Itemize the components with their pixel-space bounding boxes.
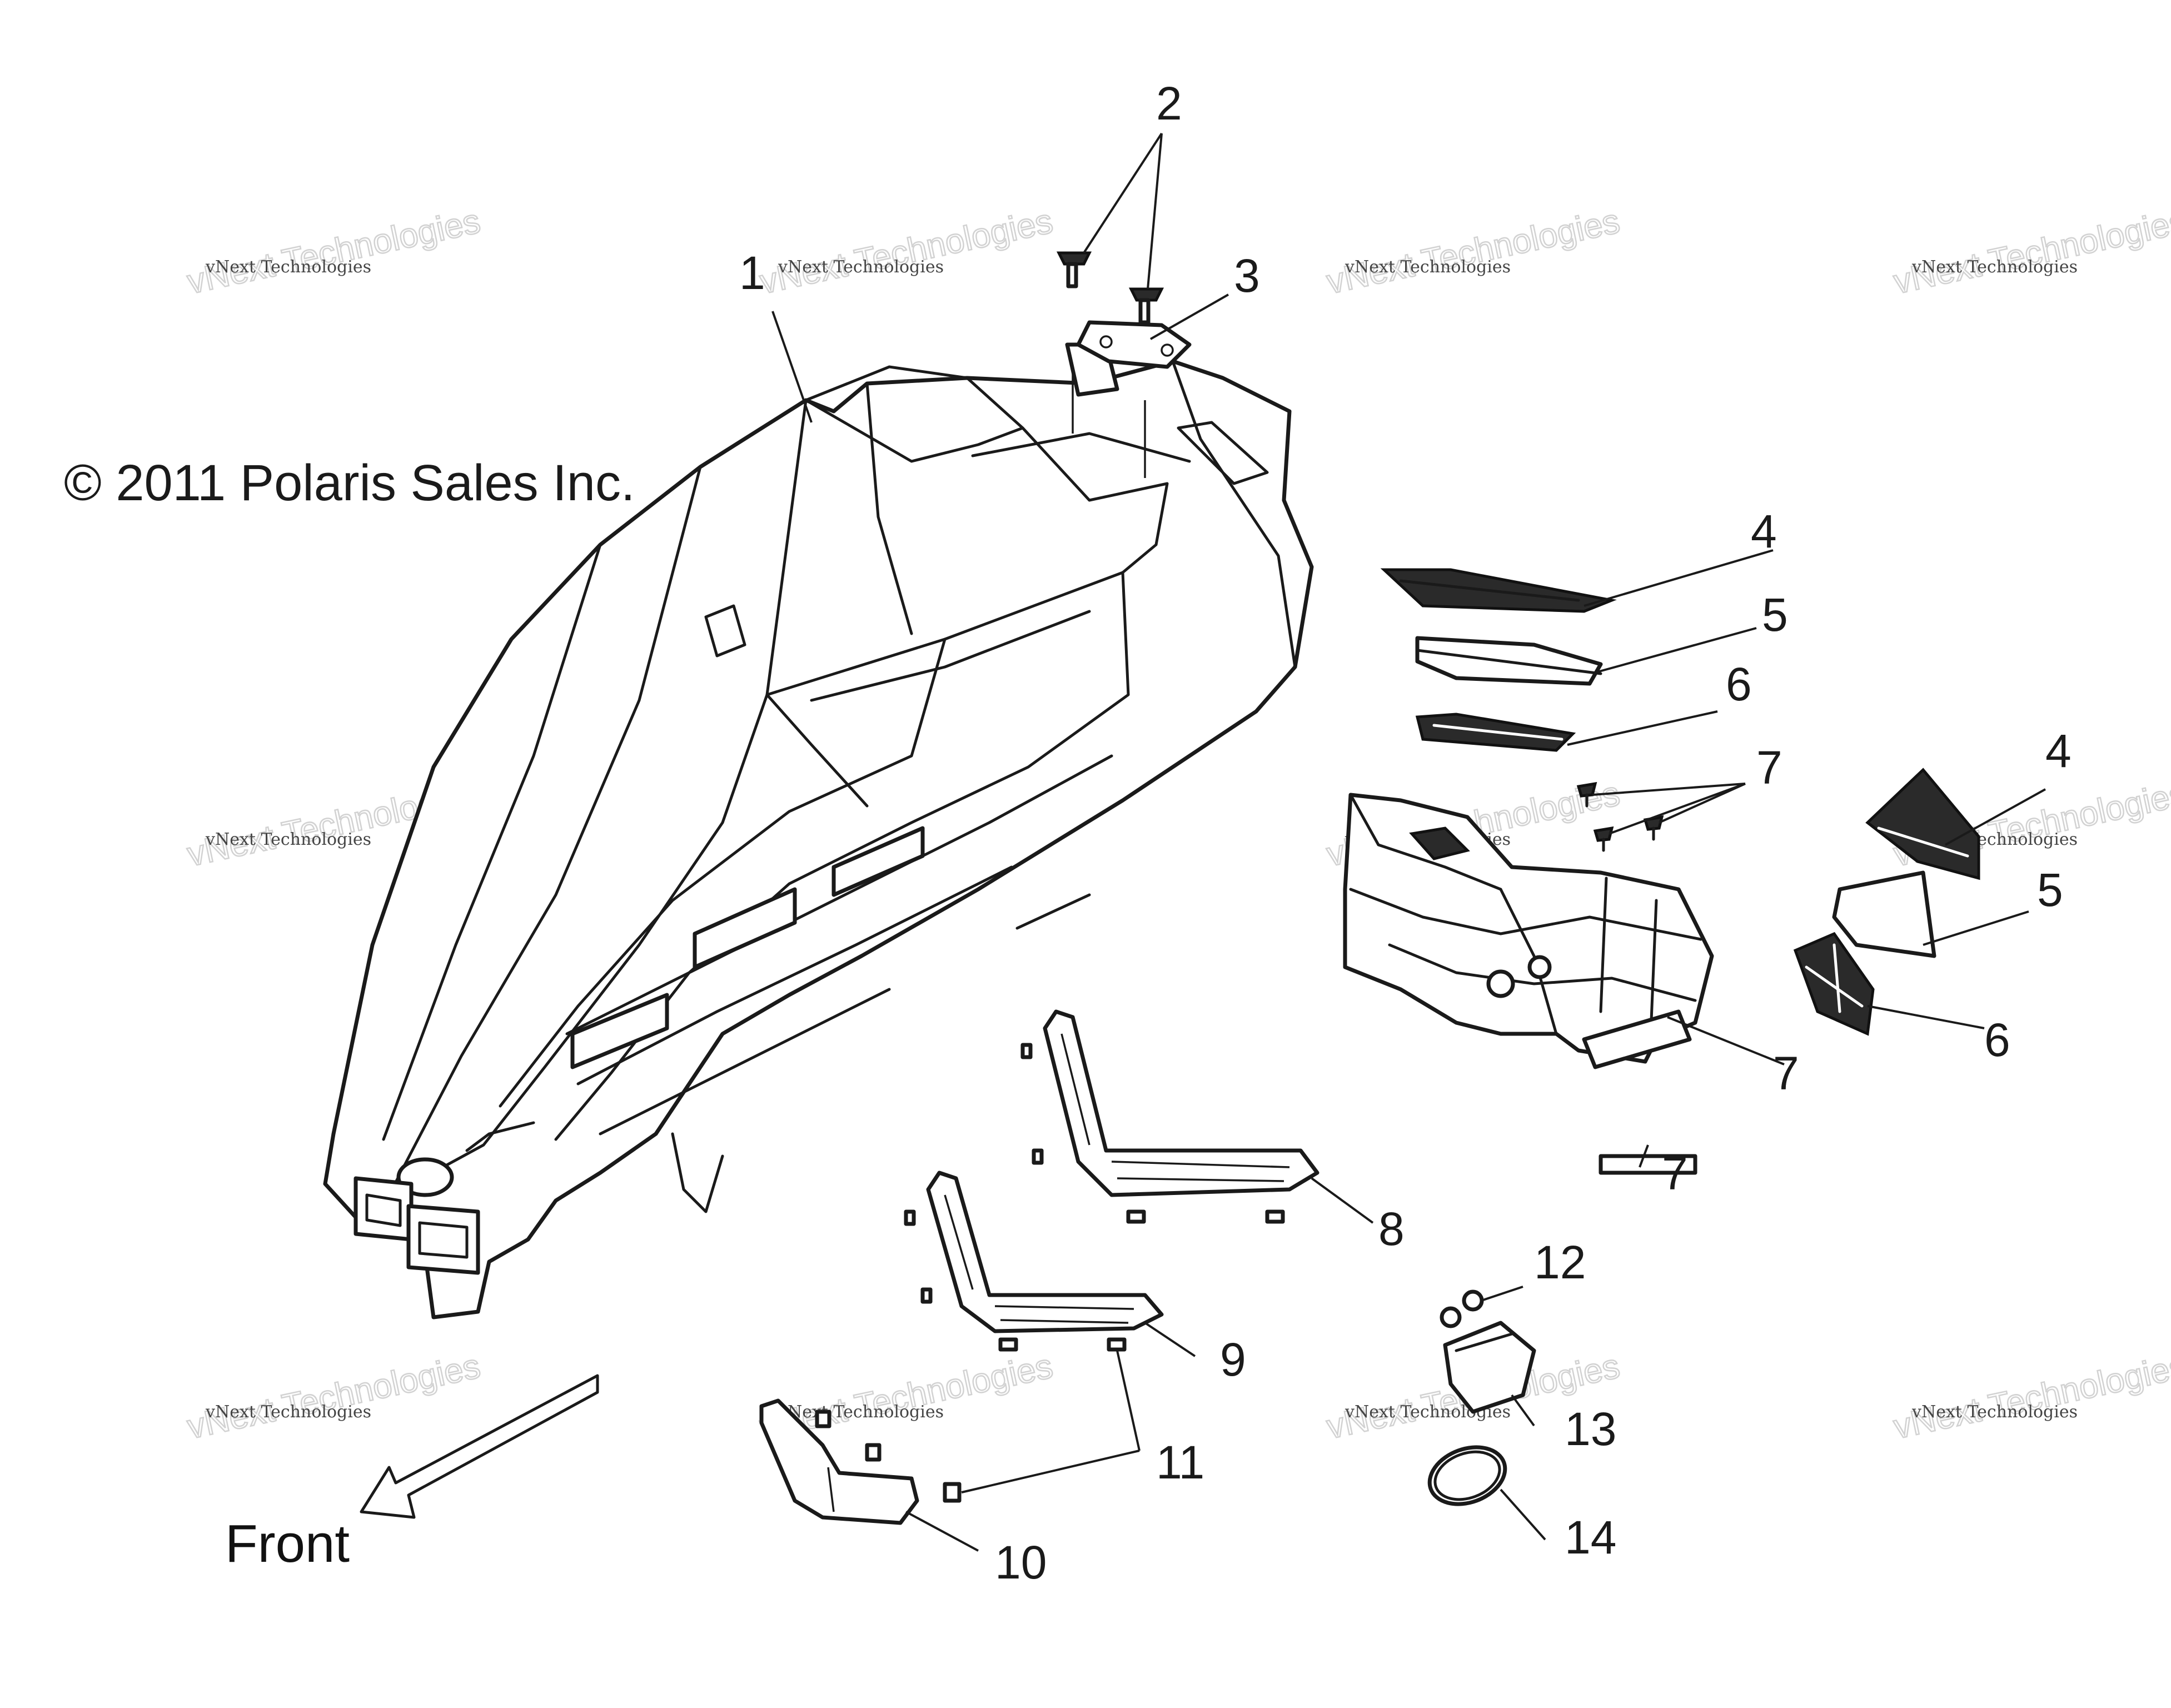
svg-text:vNext Technologies: vNext Technologies (1890, 202, 2171, 301)
front-grille (759, 1398, 919, 1525)
callout-4: 4 (1751, 505, 1777, 557)
leader-lines (771, 132, 2046, 1552)
side-filter-stack (1793, 768, 1980, 1036)
svg-text:vNext Technologies: vNext Technologies (1890, 1347, 2171, 1446)
watermark: vNext Technologies vNext Technologies (756, 201, 1057, 302)
svg-text:vNext Technologies: vNext Technologies (184, 202, 484, 301)
svg-text:vNext Technologies: vNext Technologies (756, 202, 1056, 301)
svg-text:vNext Technologies: vNext Technologies (778, 1402, 944, 1422)
svg-text:vNext Technologies: vNext Technologies (205, 257, 371, 277)
fastener-pair (1056, 251, 1164, 325)
callout-4: 4 (2045, 725, 2072, 777)
retainer-clip (943, 1482, 962, 1503)
upper-filter-stack (1380, 568, 1617, 752)
watermark: vNext Technologies vNext Technologies (183, 1346, 485, 1447)
svg-text:vNext Technologies: vNext Technologies (1323, 202, 1623, 301)
callout-1: 1 (739, 247, 765, 299)
svg-text:vNext Technologies: vNext Technologies (778, 257, 944, 277)
callout-2: 2 (1156, 77, 1182, 130)
air-box-assembly (1343, 781, 1714, 1175)
front-label: Front (225, 1514, 350, 1573)
callout-7: 7 (1773, 1047, 1799, 1099)
svg-text:vNext Technologies: vNext Technologies (1911, 257, 2078, 277)
front-direction-arrow-icon (360, 1374, 599, 1519)
callout-8: 8 (1378, 1203, 1405, 1255)
watermark: vNext Technologies vNext Technologies (183, 201, 485, 302)
support-bracket (1443, 1321, 1536, 1414)
side-vent-panel-upper (1020, 1009, 1319, 1224)
callout-6: 6 (1726, 658, 1752, 710)
svg-text:vNext Technologies: vNext Technologies (184, 1347, 484, 1446)
hood-assembly (323, 342, 1314, 1319)
svg-text:vNext Technologies: vNext Technologies (205, 1402, 371, 1422)
callout-3: 3 (1234, 250, 1260, 302)
callout-9: 9 (1220, 1333, 1246, 1386)
callout-6: 6 (1984, 1014, 2010, 1066)
copyright-notice: © 2011 Polaris Sales Inc. (64, 455, 635, 511)
svg-text:vNext Technologies: vNext Technologies (1911, 1402, 2078, 1422)
callout-7: 7 (1662, 1147, 1688, 1199)
callout-labels: 1 2 3 4 5 6 7 7 7 4 5 6 7 8 9 10 11 12 1… (739, 77, 2072, 1589)
callout-5: 5 (1762, 589, 1788, 641)
callout-12: 12 (1534, 1236, 1586, 1288)
nut-pair (1440, 1289, 1484, 1328)
side-vent-panel-lower (904, 1171, 1164, 1352)
gasket-ring (1427, 1445, 1507, 1506)
callout-14: 14 (1565, 1511, 1616, 1563)
watermark: vNext Technologies vNext Technologies (1323, 201, 1624, 302)
callout-5: 5 (2037, 864, 2063, 916)
svg-text:vNext Technologies: vNext Technologies (1345, 257, 1511, 277)
callout-10: 10 (995, 1536, 1047, 1589)
watermark: vNext Technologies vNext Technologies (1890, 201, 2171, 302)
svg-text:vNext Technologies: vNext Technologies (205, 830, 371, 849)
callout-7: 7 (1756, 741, 1782, 794)
callout-11: 11 (1156, 1436, 1204, 1488)
callout-7: 7 (1773, 1047, 1799, 1099)
watermark: vNext Technologies vNext Technologies (1890, 1346, 2171, 1447)
callout-13: 13 (1565, 1403, 1616, 1455)
